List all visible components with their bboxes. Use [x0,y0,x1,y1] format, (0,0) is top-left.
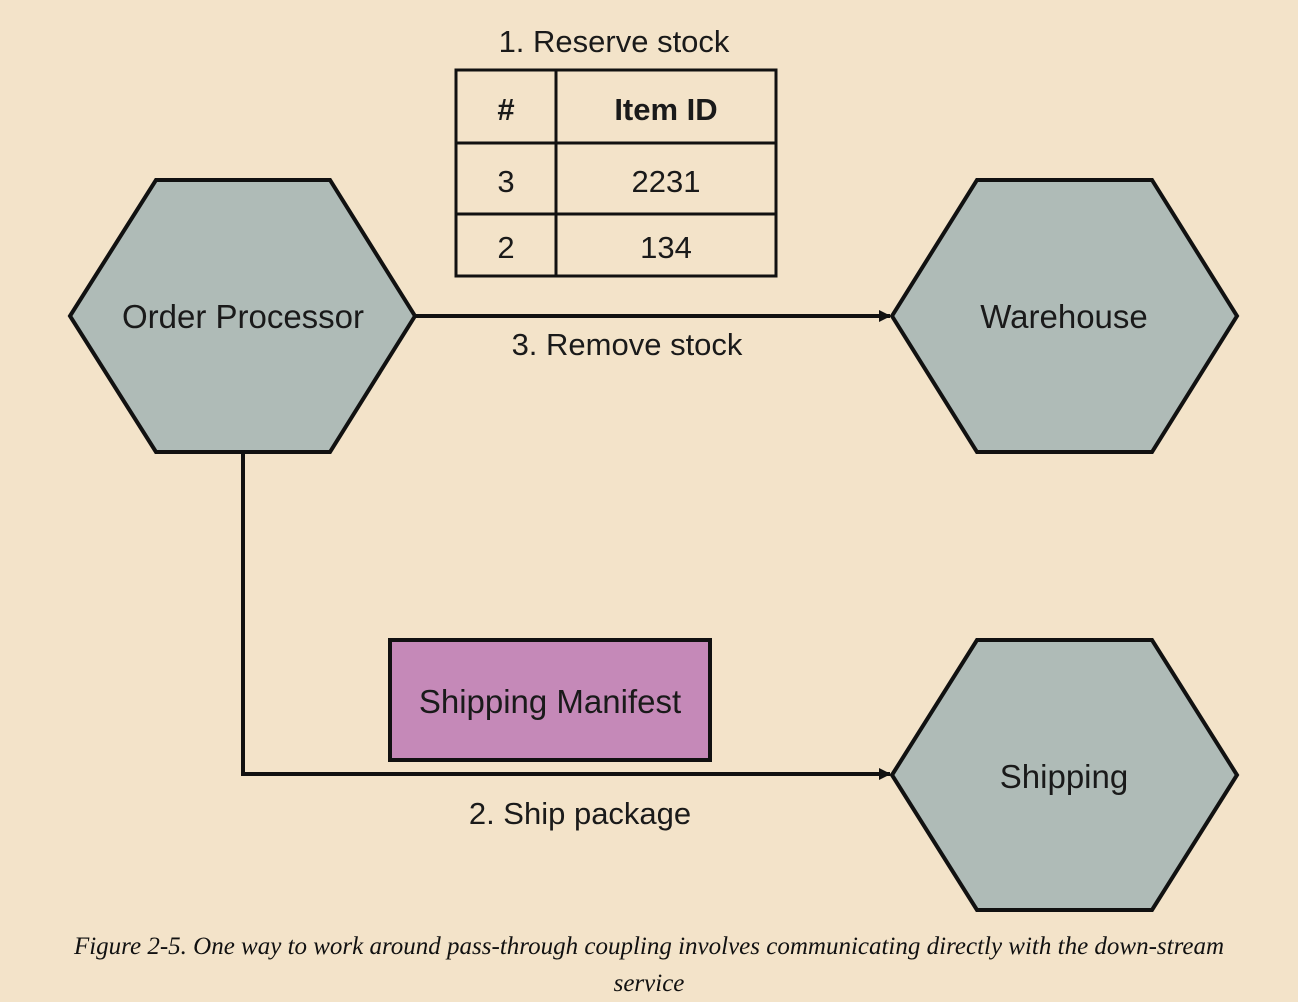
shipping-label: Shipping [1000,758,1128,795]
table-header-number: # [497,92,514,127]
ship-package-label: 2. Ship package [469,796,691,831]
diagram-figure: Order Processor Warehouse Shipping Shipp… [67,22,1240,912]
warehouse-node: Warehouse [889,178,1240,454]
table-header-item-id: Item ID [614,92,717,127]
table-cell: 2 [497,230,514,265]
shipping-node: Shipping [889,638,1240,912]
reserve-stock-table: # Item ID 3 2231 2 134 [454,68,778,278]
table-cell: 2231 [632,164,701,199]
shipping-manifest-node: Shipping Manifest [388,638,712,762]
shipping-hexagon [889,638,1240,912]
reserve-stock-label: 1. Reserve stock [499,24,730,59]
order-processor-label: Order Processor [122,298,364,335]
table-cell: 3 [497,164,514,199]
shipping-manifest-box [388,638,712,762]
ship-package-arrow [241,452,891,780]
warehouse-hexagon [889,178,1240,454]
table-frame [454,68,778,278]
warehouse-label: Warehouse [980,298,1148,335]
shipping-manifest-label: Shipping Manifest [419,683,681,720]
table-cell: 134 [640,230,692,265]
remove-stock-label: 3. Remove stock [512,327,743,362]
order-processor-hexagon [67,178,418,454]
figure-caption: Figure 2-5. One way to work around pass-… [73,933,1225,997]
order-processor-node: Order Processor [67,178,418,454]
